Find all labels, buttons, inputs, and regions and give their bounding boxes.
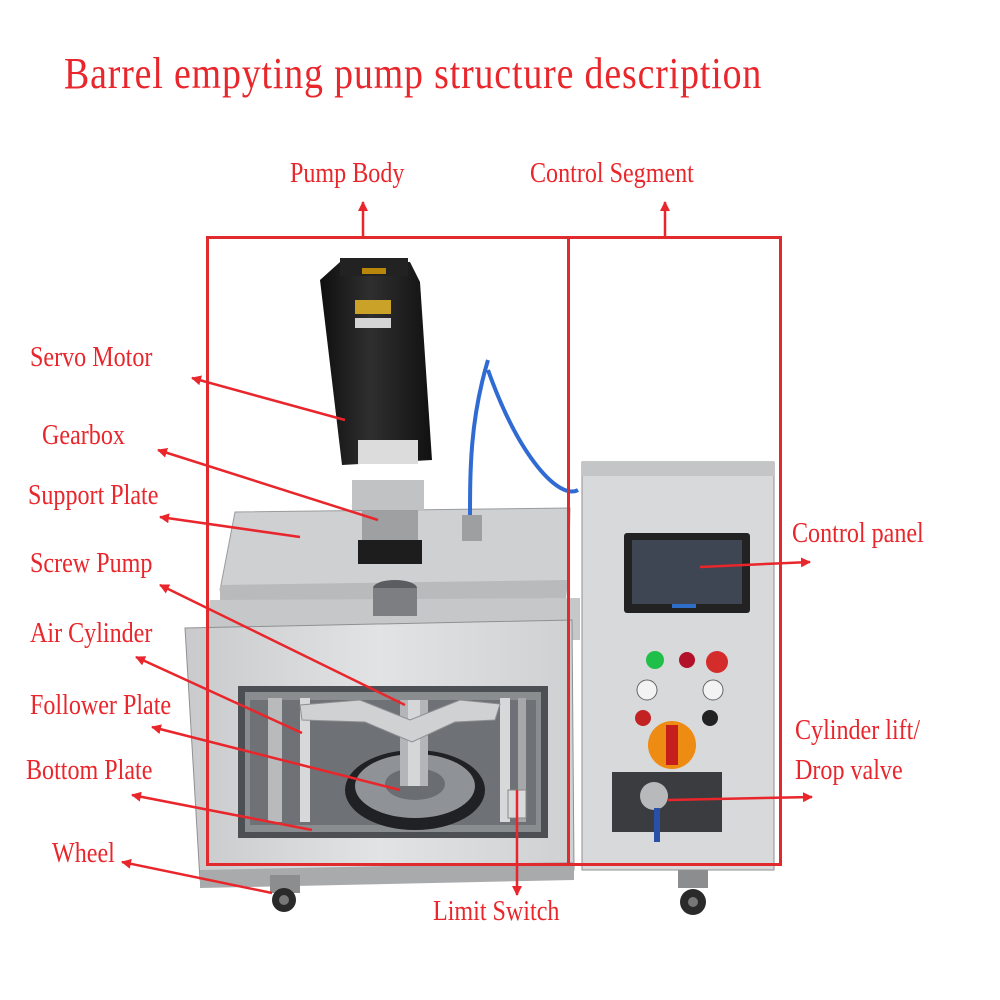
support-plate-label: Support Plate [28, 480, 159, 511]
valve-arrow [667, 792, 813, 803]
pump-body-label: Pump Body [290, 158, 405, 189]
air-cylinder-arrow [135, 655, 303, 735]
follower-plate-label: Follower Plate [30, 690, 172, 721]
control-segment-label: Control Segment [530, 158, 694, 189]
support-plate-arrow [159, 513, 301, 539]
control-segment-frame [567, 236, 782, 866]
wheel-label: Wheel [52, 838, 115, 869]
servo-motor-label: Servo Motor [30, 342, 153, 373]
screw-pump-label: Screw Pump [30, 548, 153, 579]
screw-pump-arrow [159, 583, 406, 707]
control-panel-arrow [699, 557, 811, 569]
follower-plate-arrow [151, 724, 401, 792]
limit-switch-label: Limit Switch [433, 896, 560, 927]
cylinder-lift-label: Cylinder lift/ [795, 715, 921, 746]
bottom-plate-arrow [131, 791, 313, 832]
servo-motor-drawing [320, 258, 432, 564]
control-panel-label: Control panel [792, 518, 924, 549]
air-cylinder-label: Air Cylinder [30, 618, 153, 649]
servo-motor-arrow [191, 375, 346, 422]
drop-valve-label: Drop valve [795, 755, 903, 786]
pump-cabinet [184, 507, 708, 915]
gearbox-label: Gearbox [42, 420, 125, 451]
bottom-plate-label: Bottom Plate [26, 755, 153, 786]
gearbox-arrow [157, 447, 379, 522]
wheel-arrow [121, 858, 273, 895]
diagram-title: Barrel empyting pump structure descripti… [64, 49, 763, 98]
air-hose [468, 359, 579, 521]
control-cabinet [581, 461, 775, 871]
